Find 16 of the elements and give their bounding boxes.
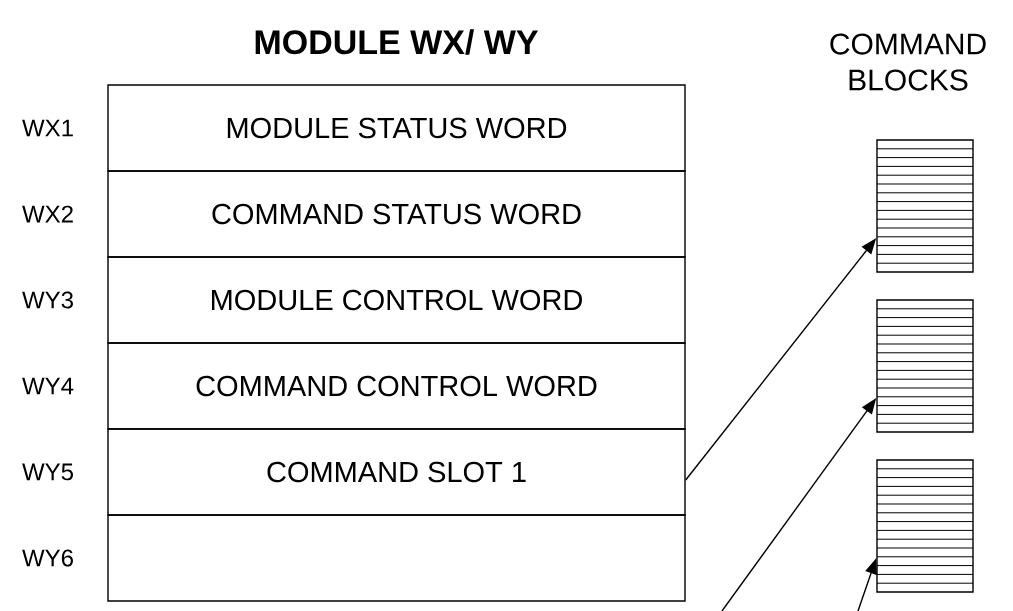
table-row: COMMAND STATUS WORD (107, 170, 686, 258)
table-row: COMMAND CONTROL WORD (107, 342, 686, 430)
table-row: COMMAND SLOT 1 (107, 428, 686, 516)
heading: MODULE WX/ WY (255, 29, 539, 55)
row-label: WX2 (22, 205, 73, 223)
row-label: WY5 (22, 463, 73, 481)
row-label: WX1 (22, 119, 73, 137)
table-row: MODULE CONTROL WORD (107, 256, 686, 344)
table-row: MODULE STATUS WORD (107, 84, 686, 172)
register-stack-drawing (876, 459, 974, 593)
row-label: WY6 (22, 549, 73, 567)
row-label: WY4 (22, 377, 74, 395)
heading: COMMAND BLOCKS (830, 33, 986, 91)
register-stack-drawing (876, 139, 974, 273)
register-stack-drawing (876, 299, 974, 433)
row-label: WY3 (22, 291, 73, 309)
